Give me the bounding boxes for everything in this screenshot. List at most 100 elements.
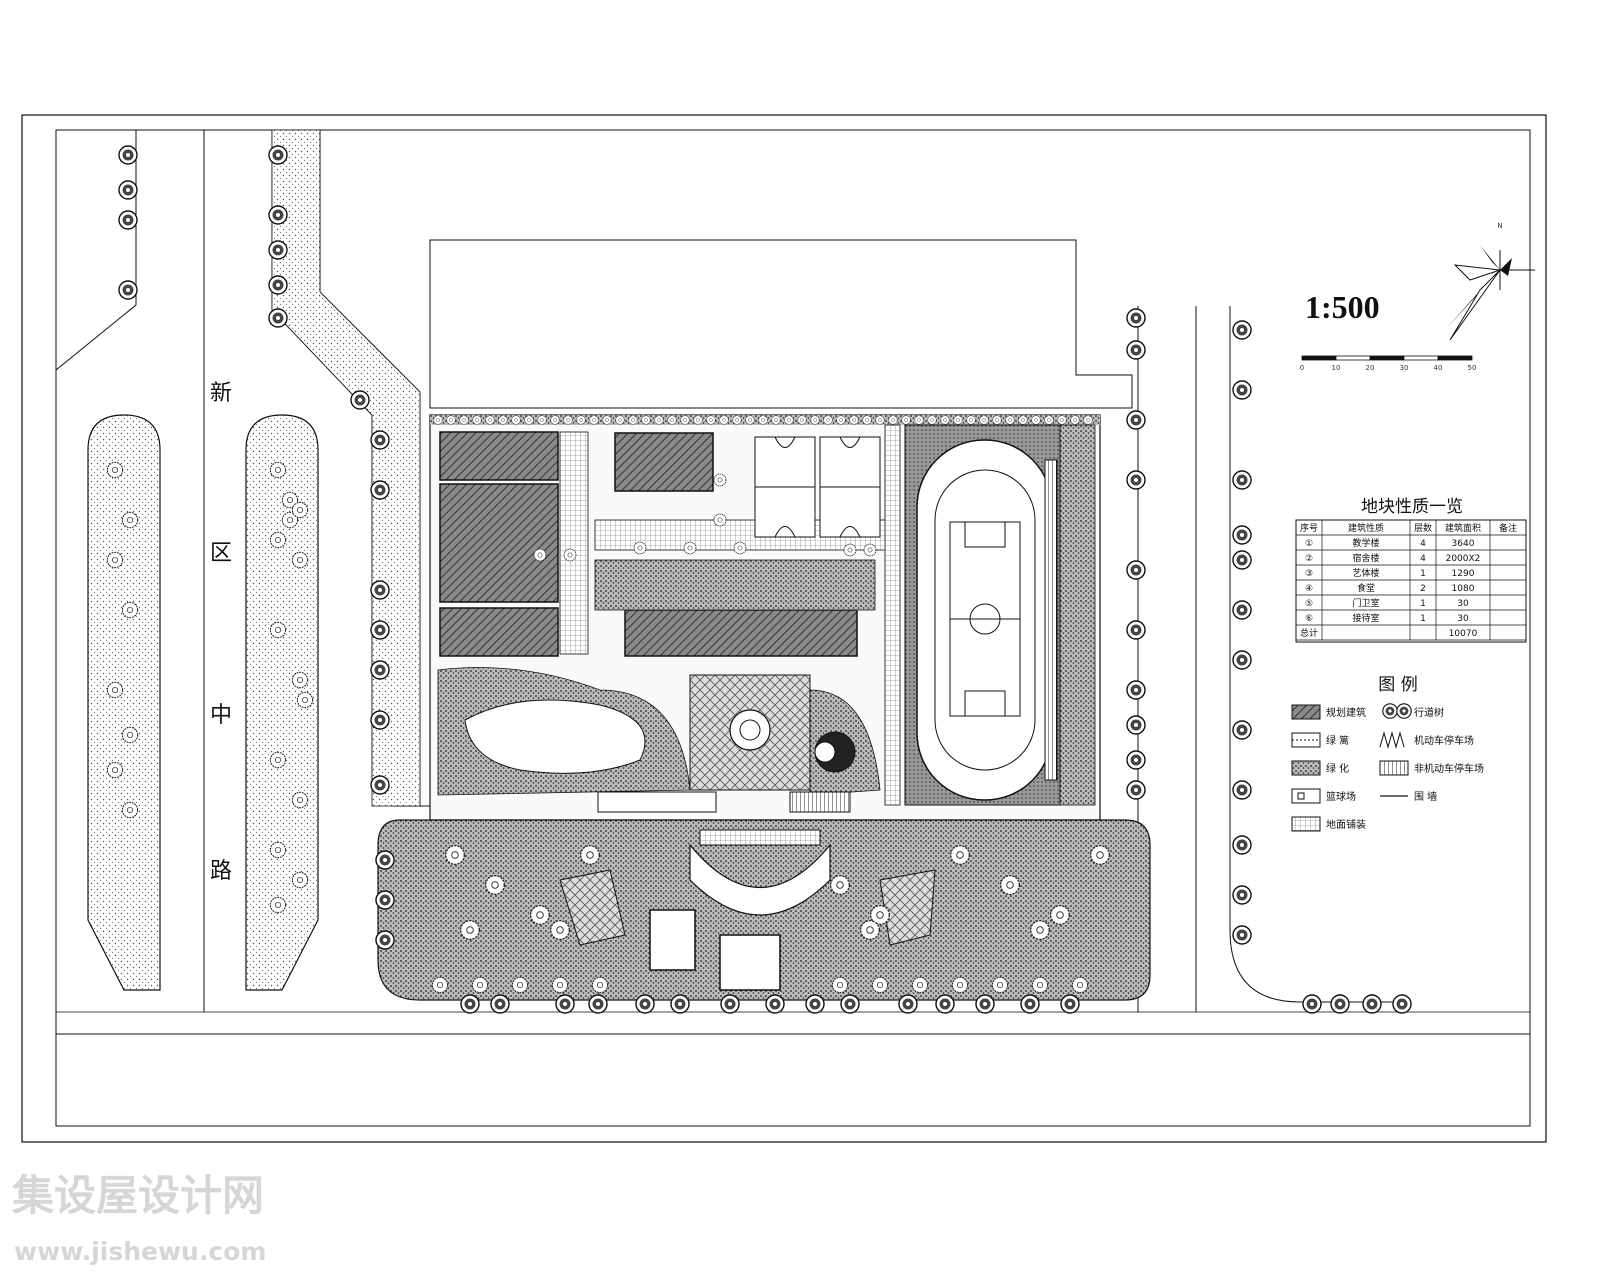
tree-symbol xyxy=(1126,620,1146,640)
tree-symbol xyxy=(484,874,506,896)
legend-item: 篮球场 xyxy=(1291,788,1356,804)
tree-symbol xyxy=(121,726,139,744)
building-dorm-2 xyxy=(439,483,559,603)
legend-item: 行道树 xyxy=(1382,703,1444,719)
tree-symbol xyxy=(1232,885,1252,905)
tree-symbol xyxy=(940,415,950,425)
table-cell: 艺体楼 xyxy=(1352,567,1379,579)
table-cell: 食堂 xyxy=(1357,582,1375,594)
tree-symbol xyxy=(106,461,124,479)
tree-symbol xyxy=(529,904,551,926)
tree-symbol xyxy=(758,415,768,425)
legend-item: 围 墙 xyxy=(1380,790,1437,803)
inner-frame xyxy=(55,129,1531,1127)
tree-symbol xyxy=(1126,560,1146,580)
tree-symbol xyxy=(683,541,697,555)
table-header-cell: 建筑性质 xyxy=(1348,522,1384,534)
table-cell: 1 xyxy=(1420,569,1426,579)
paved-walkway xyxy=(559,431,589,655)
tree-symbol xyxy=(589,415,599,425)
tree-symbol xyxy=(859,919,881,941)
legend-item: 机动车停车场 xyxy=(1379,731,1474,749)
tree-symbol xyxy=(1330,994,1350,1014)
tree-symbol xyxy=(951,976,969,994)
tree-symbol xyxy=(1126,340,1146,360)
table-title: 地块性质一览 xyxy=(1361,497,1463,517)
tree-symbol xyxy=(1362,994,1382,1014)
tree-symbol xyxy=(1232,550,1252,570)
tree-symbol xyxy=(375,930,395,950)
tree-symbol xyxy=(121,801,139,819)
tree-symbol xyxy=(1232,320,1252,340)
tree-symbol xyxy=(370,430,390,450)
tree-symbol xyxy=(588,994,608,1014)
tree-symbol xyxy=(370,775,390,795)
tree-symbol xyxy=(370,580,390,600)
scale-tick-label: 50 xyxy=(1468,364,1477,372)
tree-symbol xyxy=(446,415,456,425)
tree-symbol xyxy=(720,994,740,1014)
legend-item: 绿 篱 xyxy=(1291,732,1349,748)
table-cell: 30 xyxy=(1457,599,1469,609)
tree-symbol xyxy=(460,994,480,1014)
tree-symbol xyxy=(863,543,877,557)
tree-symbol xyxy=(602,415,612,425)
tree-symbol xyxy=(269,621,287,639)
gatehouse-building xyxy=(649,909,696,971)
table-header-cell: 层数 xyxy=(1414,522,1432,534)
tree-symbol xyxy=(935,994,955,1014)
table-cell: ⑤ xyxy=(1305,599,1313,609)
table-cell: 30 xyxy=(1457,614,1469,624)
front-steps-east xyxy=(789,791,851,813)
tree-symbol xyxy=(121,601,139,619)
table-cell: 接待室 xyxy=(1352,612,1379,624)
table-cell: ② xyxy=(1305,554,1313,564)
tree-symbol xyxy=(1049,904,1071,926)
tree-symbol xyxy=(992,415,1002,425)
tree-symbol xyxy=(268,275,288,295)
scale-tick-label: 10 xyxy=(1332,364,1341,372)
watermark-line-2: www.jishewu.com xyxy=(14,1237,266,1266)
legend-item: 非机动车停车场 xyxy=(1379,760,1484,776)
tree-symbol xyxy=(1020,994,1040,1014)
road-name-label: 新 区 中 路 xyxy=(210,381,232,884)
tree-symbol xyxy=(831,976,849,994)
tree-symbol xyxy=(1232,380,1252,400)
tree-symbol xyxy=(511,976,529,994)
tree-symbol xyxy=(268,205,288,225)
tree-symbol xyxy=(670,994,690,1014)
front-paving-west xyxy=(559,869,626,946)
spectator-stand xyxy=(1044,459,1058,781)
tree-symbol xyxy=(296,691,314,709)
tree-symbol xyxy=(1071,976,1089,994)
tree-symbol xyxy=(713,473,727,487)
tree-symbol xyxy=(1232,525,1252,545)
legend-title: 图 例 xyxy=(1378,675,1417,695)
tree-symbol xyxy=(953,415,963,425)
tree-symbol xyxy=(680,415,690,425)
legend-item-label: 围 墙 xyxy=(1414,790,1437,803)
tree-symbol xyxy=(693,415,703,425)
tree-symbol xyxy=(911,976,929,994)
tree-symbol xyxy=(797,415,807,425)
scale-tick-label: 0 xyxy=(1300,364,1304,372)
tree-symbol xyxy=(555,994,575,1014)
tree-symbol xyxy=(1232,600,1252,620)
tree-symbol xyxy=(1126,715,1146,735)
road-name-char-4: 路 xyxy=(210,859,232,884)
tree-symbol xyxy=(269,896,287,914)
tree-symbol xyxy=(1083,415,1093,425)
tree-symbol xyxy=(914,415,924,425)
tree-symbol xyxy=(268,145,288,165)
tree-symbol xyxy=(591,976,609,994)
tree-symbol xyxy=(901,415,911,425)
basketball-courts xyxy=(754,436,881,538)
tree-symbol xyxy=(966,415,976,425)
table-cell: ③ xyxy=(1305,569,1313,579)
table-cell: 1 xyxy=(1420,599,1426,609)
tree-symbol xyxy=(975,994,995,1014)
building-dorm-3 xyxy=(439,607,559,657)
road-name-char-1: 新 xyxy=(210,381,232,406)
tree-symbol xyxy=(106,551,124,569)
table-header-cell: 建筑面积 xyxy=(1445,522,1481,534)
